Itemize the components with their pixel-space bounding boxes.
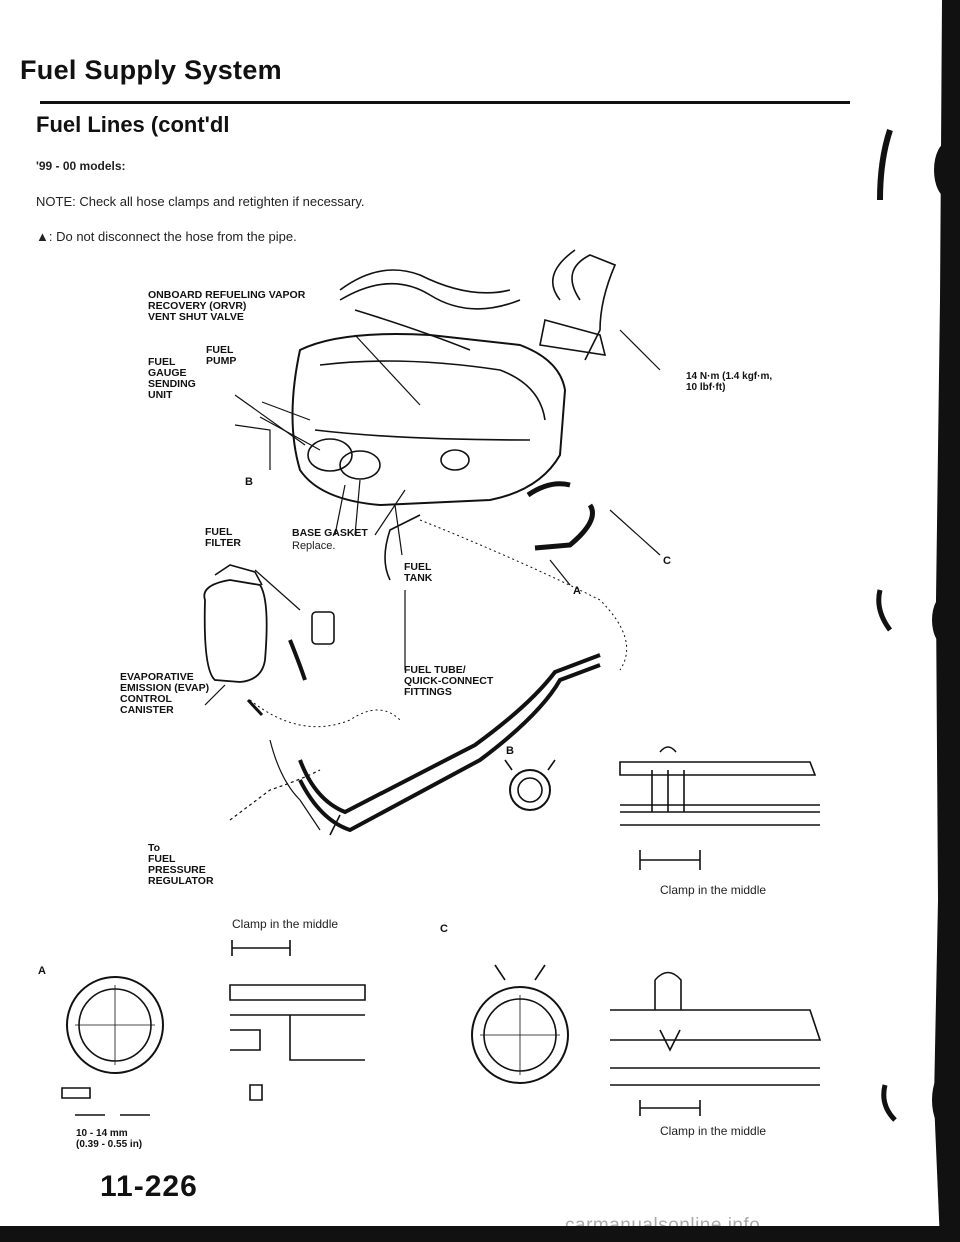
- fuel-filter-label: FUEL FILTER: [205, 526, 241, 549]
- note-text: NOTE: Check all hose clamps and retighte…: [36, 194, 365, 209]
- callout-b-top: B: [245, 476, 253, 488]
- section-subtitle: Fuel Lines (cont'dl: [36, 112, 230, 137]
- callout-a-detail: A: [38, 965, 46, 977]
- base-gasket-label: BASE GASKET: [292, 527, 368, 539]
- models-line: '99 - 00 models:: [36, 159, 126, 173]
- callout-c-detail: C: [440, 923, 448, 935]
- dimension-a: 10 - 14 mm (0.39 - 0.55 in): [76, 1128, 143, 1150]
- callout-a-top: A: [573, 585, 581, 597]
- warning-text: ▲: Do not disconnect the hose from the p…: [36, 229, 297, 244]
- fuel-tank-label: FUEL TANK: [404, 561, 433, 584]
- callout-b-detail: B: [506, 745, 514, 757]
- page-number: 11-226: [100, 1170, 198, 1203]
- sending-unit-label: FUEL GAUGE SENDING UNIT: [148, 356, 196, 401]
- clamp-caption-a: Clamp in the middle: [232, 917, 339, 931]
- evap-canister-label: EVAPORATIVE EMISSION (EVAP) CONTROL CANI…: [120, 671, 210, 716]
- pressure-regulator-label: To FUEL PRESSURE REGULATOR: [148, 842, 214, 887]
- torque-spec-label: 14 N·m (1.4 kgf·m, 10 lbf·ft): [686, 371, 773, 393]
- scan-binding-edge: [912, 0, 960, 1242]
- orvr-label: ONBOARD REFUELING VAPOR RECOVERY (ORVR) …: [148, 289, 306, 323]
- header-rule: [40, 101, 850, 104]
- fuel-tube-label: FUEL TUBE/ QUICK-CONNECT FITTINGS: [404, 664, 494, 698]
- bottom-scan-bar: [0, 1226, 960, 1242]
- binding-edge-shape: [932, 0, 960, 1242]
- replace-note: Replace.: [292, 540, 336, 552]
- clamp-caption-c: Clamp in the middle: [660, 1124, 767, 1138]
- page-title: Fuel Supply System: [20, 55, 282, 85]
- clamp-caption-b: Clamp in the middle: [660, 883, 767, 897]
- callout-c-top: C: [663, 555, 671, 567]
- fuel-pump-label: FUEL PUMP: [206, 344, 237, 367]
